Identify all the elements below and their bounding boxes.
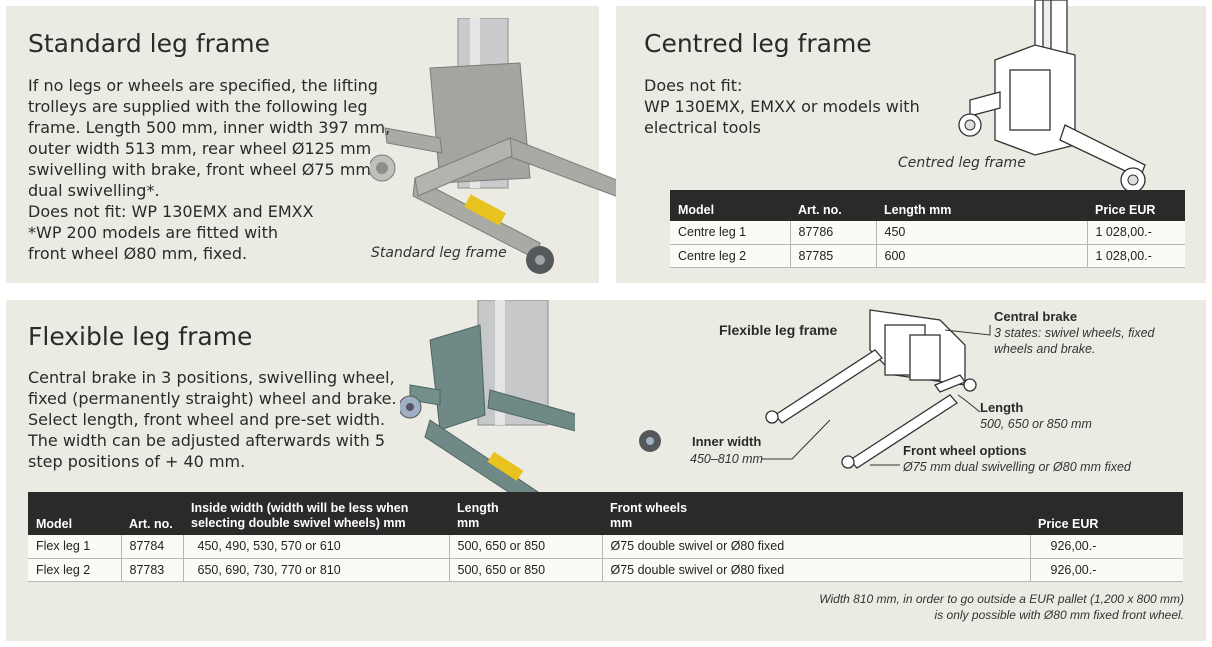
flexible-diagram-label: Flexible leg frame xyxy=(719,322,838,338)
flexible-description: Central brake in 3 positions, swivelling… xyxy=(28,367,397,472)
standard-line: *WP 200 models are fitted with xyxy=(28,223,279,242)
flexible-line: Select length, front wheel and pre-set w… xyxy=(28,410,386,429)
centred-line: Does not fit: xyxy=(644,76,743,95)
standard-line: dual swivelling*. xyxy=(28,181,160,200)
centred-line: WP 130EMX, EMXX or models with xyxy=(644,97,920,116)
cell-length: 500, 650 or 850 xyxy=(449,558,603,582)
col-art-no: Art. no. xyxy=(790,190,876,221)
cell-art-no: 87785 xyxy=(790,244,877,268)
cell-price: 1 028,00.- xyxy=(1087,221,1185,245)
col-art-no: Art. no. xyxy=(121,492,183,535)
flexible-leg-diagram xyxy=(762,309,991,469)
col-front-wheels-line: mm xyxy=(610,516,633,530)
inner-width-text: 450–810 mm xyxy=(690,452,763,466)
standard-leg-frame-image xyxy=(370,18,668,274)
flexible-line: fixed (permanently straight) wheel and b… xyxy=(28,389,397,408)
footnote: Width 810 mm, in order to go outside a E… xyxy=(819,591,1184,623)
flexible-title: Flexible leg frame xyxy=(28,322,253,351)
table-row: Centre leg 2 87785 600 1 028,00.- xyxy=(670,244,1185,268)
flexible-front-wheel-image xyxy=(639,430,661,452)
flexible-table: Model Art. no. Inside width (width will … xyxy=(28,492,1183,582)
inner-width-title: Inner width xyxy=(692,434,762,449)
col-inside-width-line: Inside width (width will be less when xyxy=(191,501,409,515)
cell-length: 600 xyxy=(876,244,1088,268)
col-length-line: Length xyxy=(457,501,499,515)
col-price: Price EUR xyxy=(1087,190,1185,221)
standard-line: outer width 513 mm, rear wheel Ø125 mm xyxy=(28,139,372,158)
cell-length: 500, 650 or 850 xyxy=(449,535,603,559)
length-text: 500, 650 or 850 mm xyxy=(980,417,1092,431)
cell-front-wheels: Ø75 double swivel or Ø80 fixed xyxy=(602,558,1031,582)
cell-price: 926,00.- xyxy=(1030,535,1183,559)
standard-line: trolleys are supplied with the following… xyxy=(28,97,368,116)
col-model-label: Model xyxy=(36,517,73,531)
cell-model: Centre leg 1 xyxy=(670,221,791,245)
centred-title: Centred leg frame xyxy=(644,29,872,58)
standard-line: swivelling with brake, front wheel Ø75 m… xyxy=(28,160,371,179)
cell-model: Flex leg 2 xyxy=(28,558,122,582)
flexible-line: Central brake in 3 positions, swivelling… xyxy=(28,368,395,387)
table-row: Flex leg 2 87783 650, 690, 730, 770 or 8… xyxy=(28,558,1183,582)
table-row: Flex leg 1 87784 450, 490, 530, 570 or 6… xyxy=(28,535,1183,559)
standard-line: frame. Length 500 mm, inner width 397 mm… xyxy=(28,118,391,137)
cell-model: Flex leg 1 xyxy=(28,535,122,559)
flexible-line: The width can be adjusted afterwards wit… xyxy=(28,431,386,450)
table-row: Centre leg 1 87786 450 1 028,00.- xyxy=(670,221,1185,245)
centred-description: Does not fit: WP 130EMX, EMXX or models … xyxy=(644,75,920,138)
length-title: Length xyxy=(980,400,1024,415)
central-brake-line: wheels and brake. xyxy=(994,342,1096,356)
footnote-line: Width 810 mm, in order to go outside a E… xyxy=(819,592,1184,606)
cell-art-no: 87783 xyxy=(121,558,184,582)
cell-price: 926,00.- xyxy=(1030,558,1183,582)
standard-description: If no legs or wheels are specified, the … xyxy=(28,75,390,264)
central-brake-title: Central brake xyxy=(994,309,1078,324)
central-brake-text: 3 states: swivel wheels, fixed wheels an… xyxy=(994,325,1155,357)
col-price: Price EUR xyxy=(1030,492,1183,535)
footnote-line: is only possible with Ø80 mm fixed front… xyxy=(934,608,1184,622)
central-brake-line: 3 states: swivel wheels, fixed xyxy=(994,326,1155,340)
centred-leg-frame-image xyxy=(958,0,1146,193)
cell-art-no: 87784 xyxy=(121,535,184,559)
standard-line: front wheel Ø80 mm, fixed. xyxy=(28,244,248,263)
standard-line: If no legs or wheels are specified, the … xyxy=(28,76,378,95)
flexible-panel xyxy=(6,300,1206,641)
centred-table-header: Model Art. no. Length mm Price EUR xyxy=(670,190,1185,221)
cell-length: 450 xyxy=(876,221,1088,245)
cell-front-wheels: Ø75 double swivel or Ø80 fixed xyxy=(602,535,1031,559)
cell-price: 1 028,00.- xyxy=(1087,244,1185,268)
col-price-label: Price EUR xyxy=(1038,517,1099,531)
centred-table: Model Art. no. Length mm Price EUR Centr… xyxy=(670,190,1185,268)
standard-line: Does not fit: WP 130EMX and EMXX xyxy=(28,202,314,221)
warning-label-icon xyxy=(464,194,506,226)
cell-model: Centre leg 2 xyxy=(670,244,791,268)
standard-title: Standard leg frame xyxy=(28,29,270,58)
col-model: Model xyxy=(28,492,121,535)
flexible-line: step positions of + 40 mm. xyxy=(28,452,246,471)
col-art-no-label: Art. no. xyxy=(129,517,173,531)
col-inside-width-line: selecting double swivel wheels) mm xyxy=(191,516,406,530)
cell-inside-width: 650, 690, 730, 770 or 810 xyxy=(183,558,450,582)
col-model: Model xyxy=(670,190,790,221)
cell-art-no: 87786 xyxy=(790,221,877,245)
centred-line: electrical tools xyxy=(644,118,761,137)
centred-caption: Centred leg frame xyxy=(898,155,1026,171)
col-front-wheels-line: Front wheels xyxy=(610,501,688,515)
standard-caption: Standard leg frame xyxy=(371,245,507,261)
flexible-table-header: Model Art. no. Inside width (width will … xyxy=(28,492,1183,535)
front-wheel-title: Front wheel options xyxy=(903,443,1027,458)
col-length-line: mm xyxy=(457,516,480,530)
cell-inside-width: 450, 490, 530, 570 or 610 xyxy=(183,535,450,559)
col-length: Length mm xyxy=(876,190,1087,221)
front-wheel-text: Ø75 mm dual swivelling or Ø80 mm fixed xyxy=(903,460,1131,474)
